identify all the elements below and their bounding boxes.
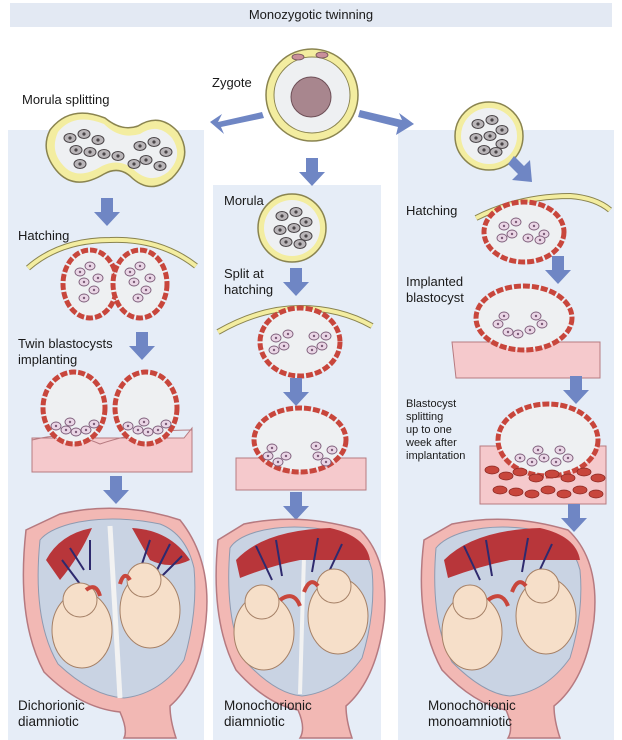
label-implanted-1: Implanted xyxy=(406,274,464,289)
hatching-twins-shape xyxy=(26,236,198,321)
small-morula-shape xyxy=(454,101,524,171)
label-hatching-right: Hatching xyxy=(406,203,458,218)
label-hatching-left: Hatching xyxy=(18,228,70,243)
label-monochorionic-di-2: diamniotic xyxy=(224,714,285,729)
label-zygote: Zygote xyxy=(212,75,252,90)
label-bs-3: up to one xyxy=(406,424,452,436)
label-bs-2: splitting xyxy=(406,411,444,423)
implanted-split-shape xyxy=(235,405,367,491)
label-dichorionic-2: diamniotic xyxy=(18,714,79,729)
label-twin-blastocysts-1: Twin blastocysts xyxy=(18,336,113,351)
label-split-2: hatching xyxy=(224,282,274,297)
zygote-shape xyxy=(265,48,359,142)
morula-splitting-shape xyxy=(45,112,186,188)
label-bs-5: implantation xyxy=(406,450,466,462)
label-morula: Morula xyxy=(224,193,264,208)
blastocyst-splitting-shape xyxy=(479,401,607,505)
label-split-1: Split at xyxy=(224,266,264,281)
implanted-blastocyst-shape xyxy=(451,283,601,379)
arrow-zygote-left xyxy=(210,112,264,134)
morula-shape xyxy=(257,193,327,263)
split-hatching-shape xyxy=(216,304,374,379)
uterus-monochorionic-monoamniotic xyxy=(420,518,596,739)
uterus-dichorionic xyxy=(22,507,208,739)
label-morula-splitting: Morula splitting xyxy=(22,92,110,107)
label-dichorionic-1: Dichorionic xyxy=(18,698,85,713)
title-bar: Monozygotic twinning xyxy=(10,3,612,27)
label-monochorionic-di-1: Monochorionic xyxy=(224,698,312,713)
label-monochorionic-mono-2: monoamniotic xyxy=(428,714,513,729)
label-implanted-2: blastocyst xyxy=(406,290,464,305)
arrow-right-1 xyxy=(508,156,532,182)
arrow-zygote-right xyxy=(358,110,414,135)
twin-implanting-shape xyxy=(31,369,193,473)
label-twin-blastocysts-2: implanting xyxy=(18,352,78,367)
label-bs-4: week after xyxy=(406,437,457,449)
diagram-title: Monozygotic twinning xyxy=(248,7,374,22)
arrow-zygote-down xyxy=(299,158,325,186)
uterus-monochorionic-diamniotic xyxy=(215,518,386,739)
hatching-right-shape xyxy=(474,192,612,265)
label-monochorionic-mono-1: Monochorionic xyxy=(428,698,516,713)
label-bs-1: Blastocyst xyxy=(406,398,457,410)
